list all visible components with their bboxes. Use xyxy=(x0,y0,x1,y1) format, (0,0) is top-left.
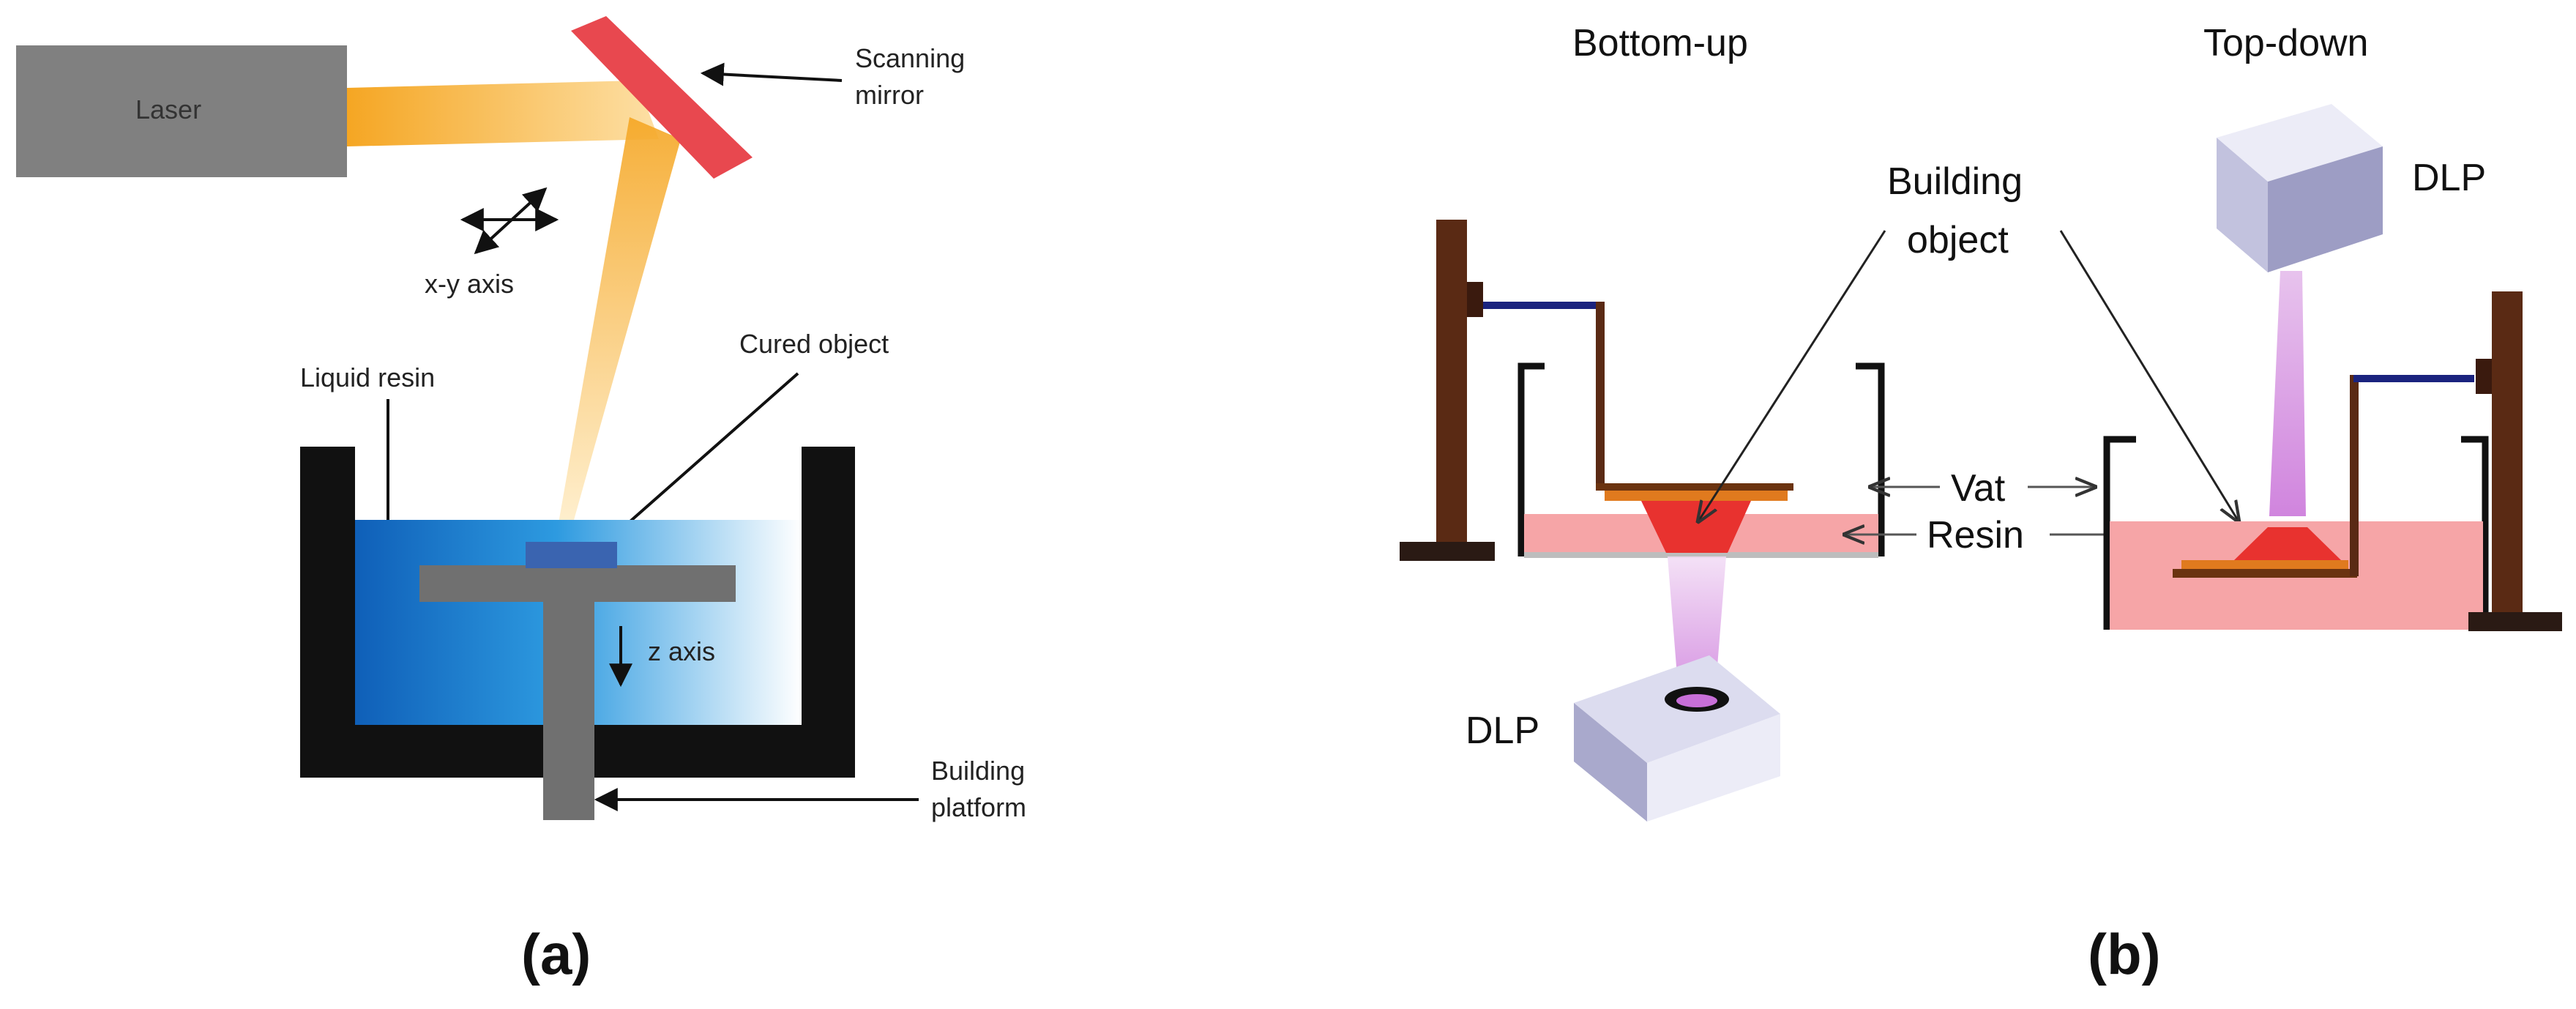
resin-label: Resin xyxy=(1927,514,2024,556)
top-down-build-plate xyxy=(2173,569,2357,578)
vat-label: Vat xyxy=(1951,467,2006,510)
bottom-up-building-object xyxy=(1641,501,1751,553)
bottom-up-title: Bottom-up xyxy=(1572,22,1748,64)
bottom-up-stand-base xyxy=(1400,542,1495,561)
top-down-stand-post xyxy=(2492,291,2523,614)
laser-box xyxy=(16,45,347,177)
top-down-build-plate-orange xyxy=(2181,560,2348,569)
panel-b: Bottom-up Top-down xyxy=(1400,22,2562,986)
top-down-stand-base xyxy=(2468,612,2562,631)
bottom-up-build-plate xyxy=(1596,483,1793,491)
top-down-title: Top-down xyxy=(2203,22,2368,64)
xy-axis-label: x-y axis xyxy=(425,269,514,299)
top-down-arm xyxy=(2353,375,2474,382)
top-down-dlp-label: DLP xyxy=(2412,157,2486,199)
panel-a: Laser Scanning mirror x-y axis Cured obj… xyxy=(16,16,1026,986)
building-platform-top xyxy=(419,565,736,602)
building-object-arrow-bottom-up xyxy=(1698,230,1886,521)
bottom-up-dlp-top-face xyxy=(1574,655,1780,763)
building-platform-label-line1: Building xyxy=(931,756,1025,786)
top-down-stand-clamp xyxy=(2476,359,2492,394)
laser-beam-horizontal xyxy=(347,81,659,146)
xy-axis-arrows xyxy=(460,187,559,255)
top-down-arm-vertical xyxy=(2350,375,2359,576)
cured-object-arrow xyxy=(598,372,799,550)
bottom-up-stand-clamp xyxy=(1467,282,1483,317)
liquid-resin-label: Liquid resin xyxy=(300,362,435,392)
top-down-dlp-front-face xyxy=(2217,138,2268,272)
top-down-setup: DLP xyxy=(2103,104,2562,631)
top-down-dlp-beam xyxy=(2269,271,2306,516)
building-platform-label-line2: platform xyxy=(931,792,1026,822)
scanning-mirror-arrow xyxy=(700,62,843,86)
bottom-up-arm xyxy=(1483,302,1602,309)
cured-object xyxy=(526,542,617,568)
scanning-mirror xyxy=(571,16,753,179)
scanning-mirror-label-line1: Scanning xyxy=(855,43,965,73)
bottom-up-dlp-lens-inner xyxy=(1676,694,1717,707)
laser-beam-down xyxy=(553,117,681,556)
building-object-arrow-top-down xyxy=(2059,230,2239,521)
bottom-up-dlp-side-face xyxy=(1647,714,1780,822)
building-object-label-line1: Building xyxy=(1887,160,2023,203)
bottom-up-arm-vertical xyxy=(1596,302,1605,483)
top-down-vat-left xyxy=(2103,436,2136,630)
laser-label: Laser xyxy=(135,94,201,124)
building-object-label-line2: object xyxy=(1907,219,2009,261)
z-axis-label: z axis xyxy=(648,636,715,666)
bottom-up-vat-left xyxy=(1517,362,1545,556)
bottom-up-vat-floor xyxy=(1524,552,1878,558)
panel-a-caption: (a) xyxy=(521,922,591,986)
cured-object-label: Cured object xyxy=(739,329,889,359)
bottom-up-dlp-front-face xyxy=(1574,703,1647,822)
panel-b-caption: (b) xyxy=(2088,922,2161,986)
top-down-dlp-top-face xyxy=(2217,104,2383,182)
bottom-up-dlp-label: DLP xyxy=(1466,710,1539,752)
bottom-up-setup: DLP xyxy=(1400,220,1885,822)
top-down-vat-right xyxy=(2461,436,2489,630)
bottom-up-build-plate-orange xyxy=(1605,491,1788,501)
resin-vat xyxy=(300,447,855,778)
building-platform-shaft xyxy=(543,602,594,820)
scanning-mirror-label-line2: mirror xyxy=(855,80,924,110)
top-down-dlp-side-face xyxy=(2268,146,2383,272)
top-down-building-object xyxy=(2234,527,2341,560)
bottom-up-stand-post xyxy=(1436,220,1467,546)
